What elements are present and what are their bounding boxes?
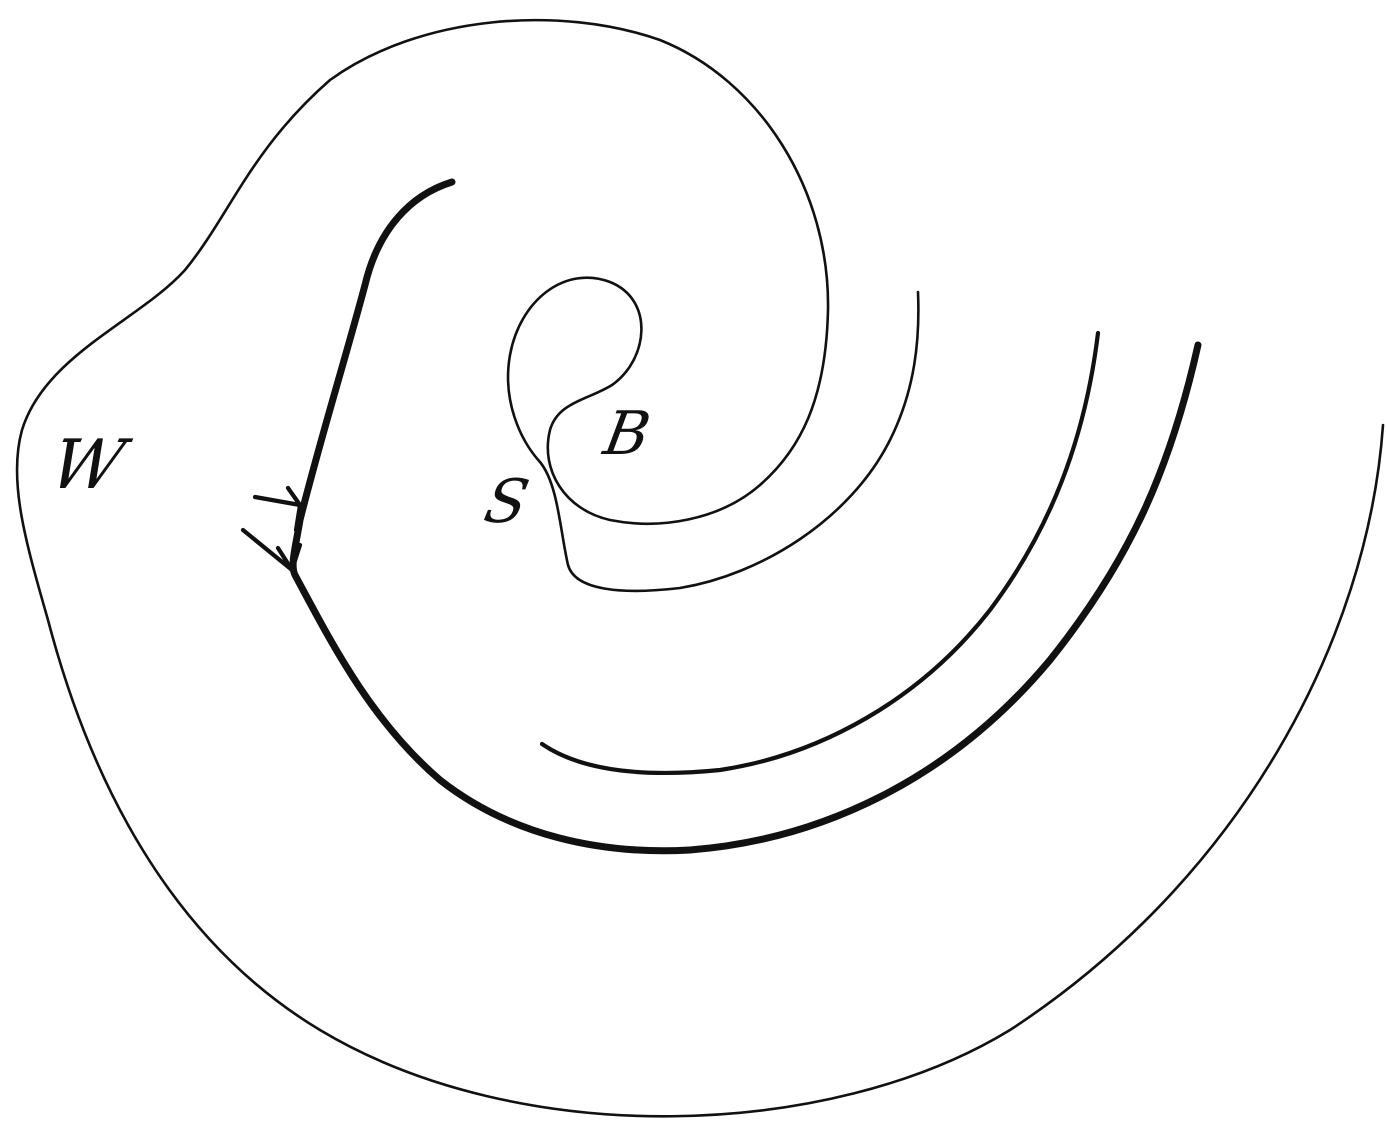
upper-arrowhead [255,488,300,530]
thick-main-curve [293,182,1198,851]
outer-boundary-curve [17,20,1383,1116]
